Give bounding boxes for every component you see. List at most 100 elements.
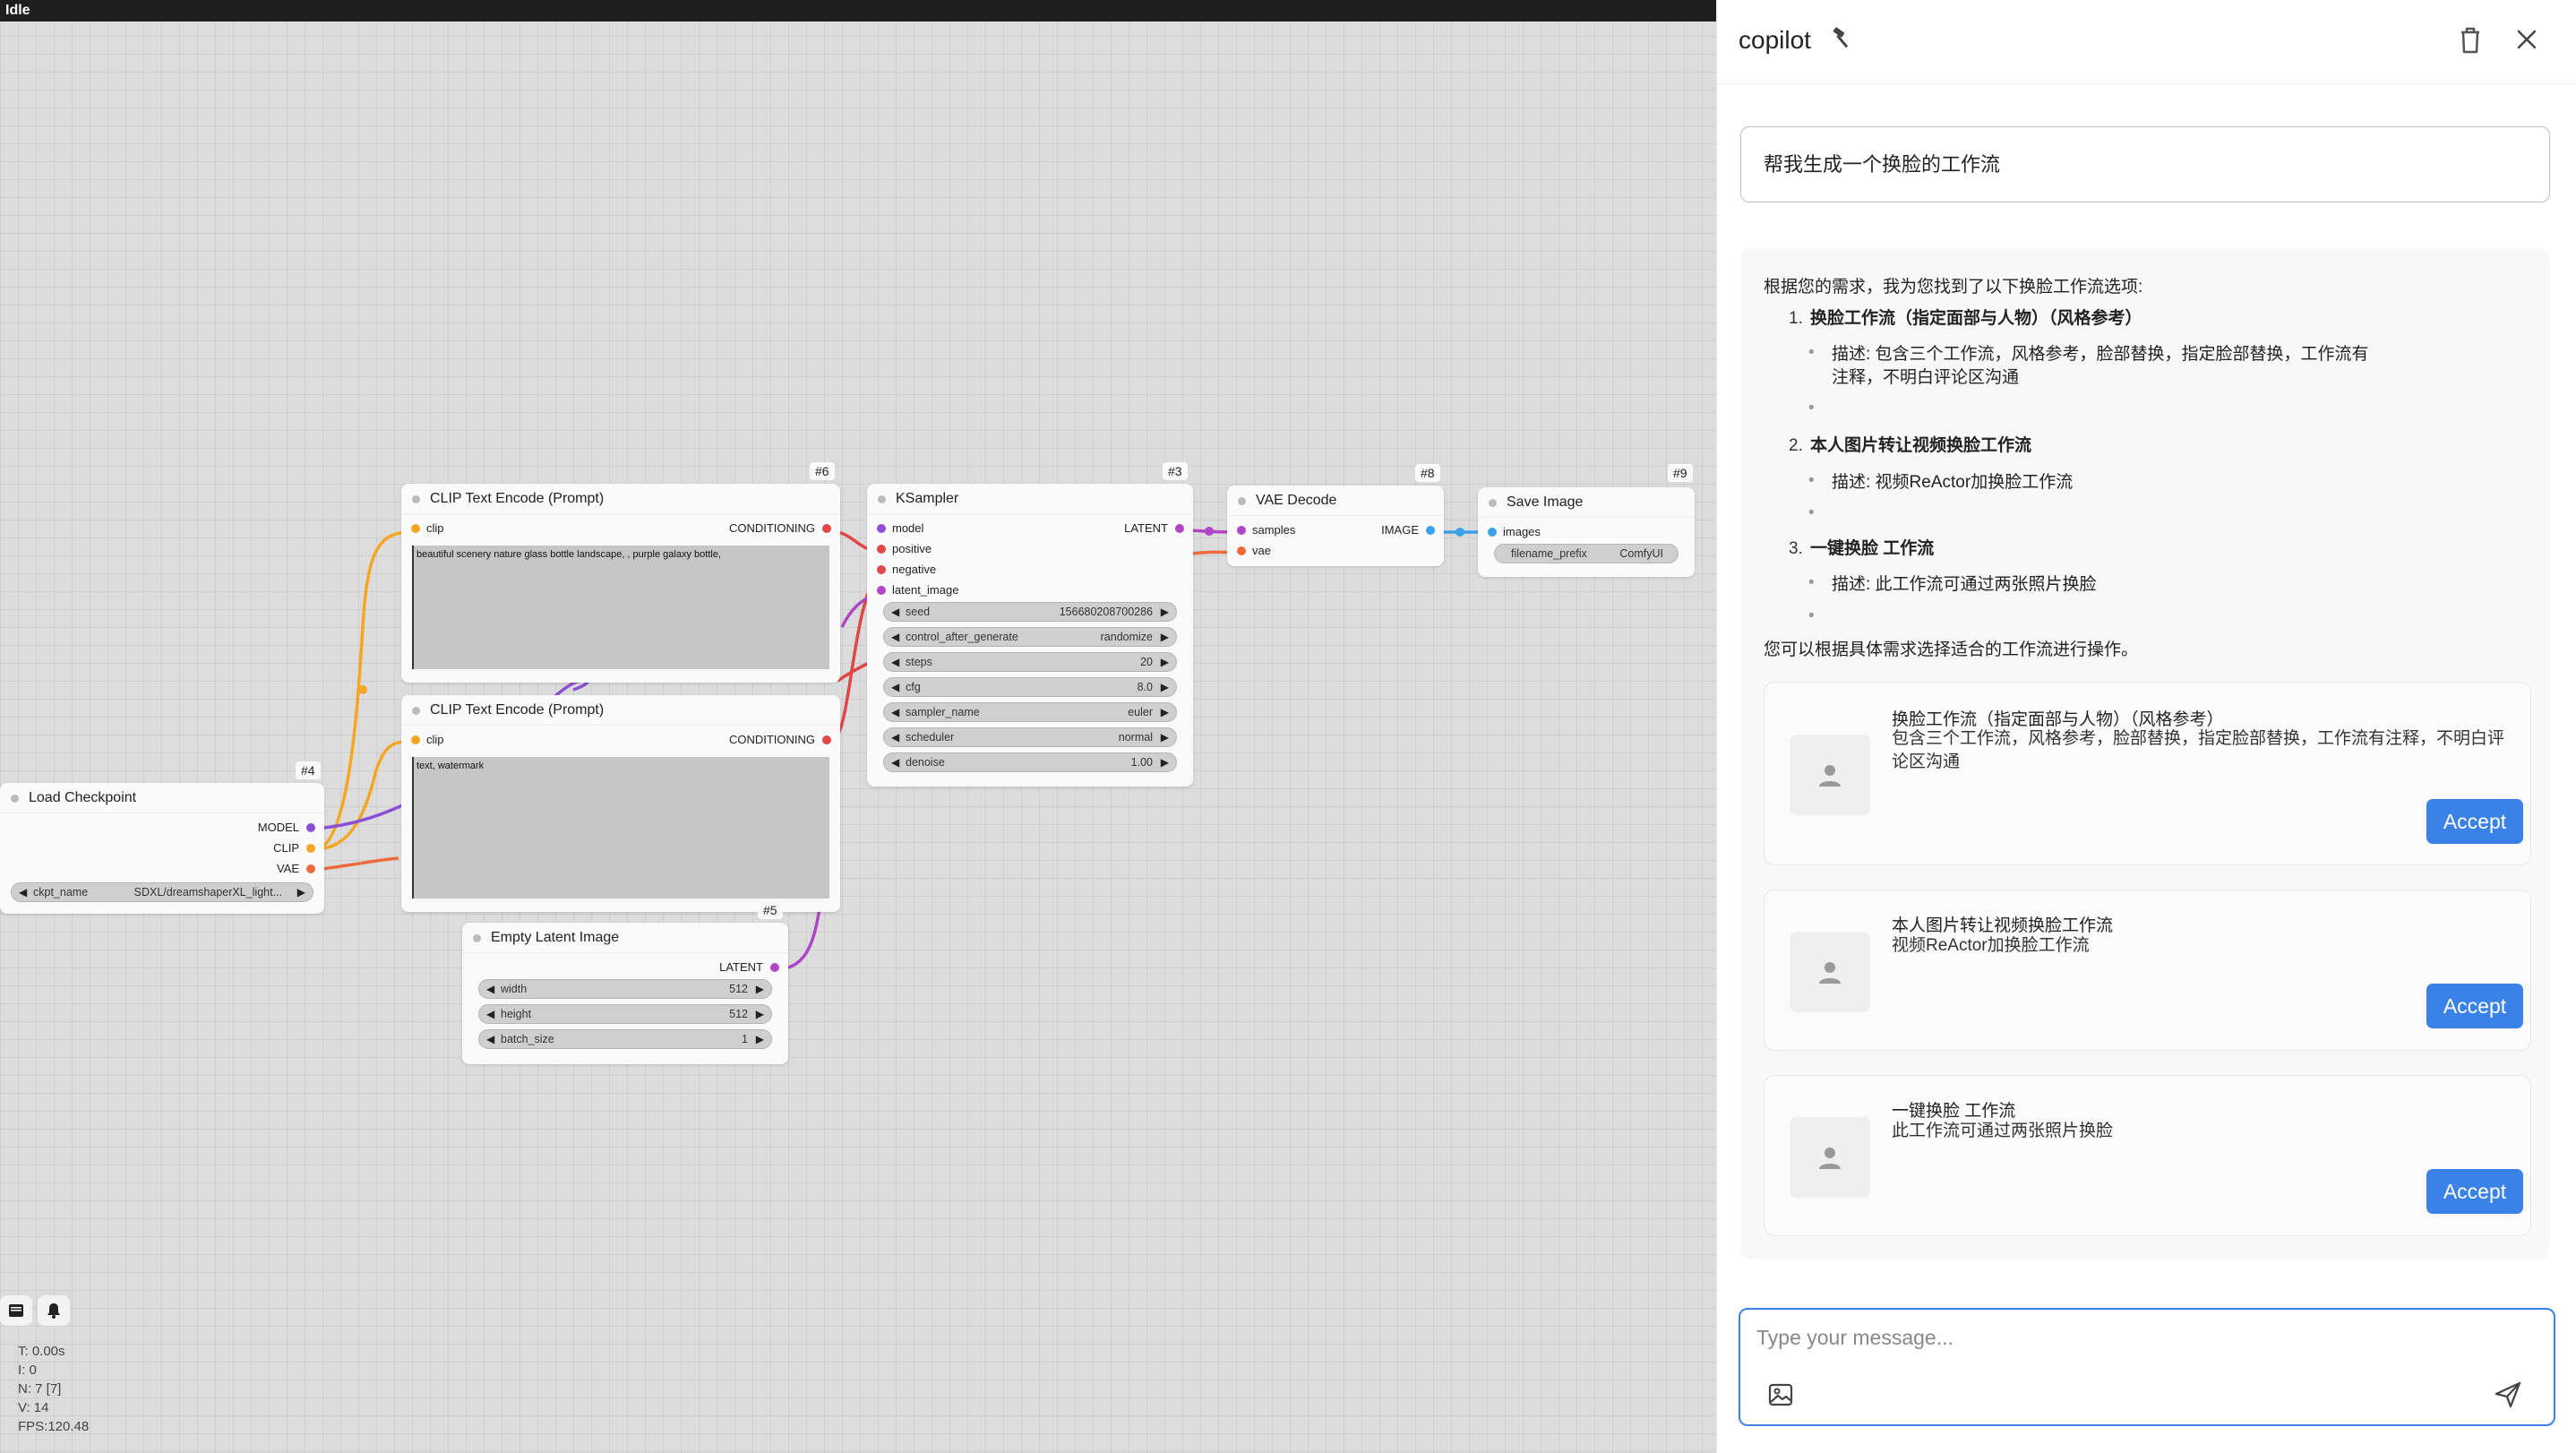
accept-button[interactable]: Accept — [2426, 1169, 2523, 1214]
workflow-canvas[interactable]: Idle #6 CLIP Text Encode (Prompt) clip C… — [0, 0, 1716, 1453]
input-slot-negative[interactable] — [877, 565, 886, 574]
output-label: LATENT — [719, 960, 763, 974]
output-slot-latent[interactable] — [770, 963, 779, 972]
widget-sampler-name[interactable]: ◀ sampler_name euler ▶ — [883, 702, 1177, 722]
output-slot-image[interactable] — [1426, 526, 1435, 535]
node-clip-text-encode-negative[interactable]: CLIP Text Encode (Prompt) clip CONDITION… — [401, 695, 840, 912]
increment-arrow-icon[interactable]: ▶ — [1160, 606, 1169, 618]
input-slot-images[interactable] — [1488, 528, 1497, 537]
node-vae-decode[interactable]: VAE Decode samples IMAGE vae — [1227, 486, 1444, 566]
increment-arrow-icon[interactable]: ▶ — [296, 886, 305, 898]
bell-icon — [47, 1303, 60, 1319]
list-bullet: • — [1808, 471, 1815, 490]
node-title[interactable]: Empty Latent Image — [462, 923, 788, 953]
output-slot-clip[interactable] — [306, 844, 315, 853]
widget-batch-size[interactable]: ◀ batch_size 1 ▶ — [478, 1029, 772, 1049]
list-bullet: • — [1808, 573, 1815, 592]
decrement-arrow-icon[interactable]: ◀ — [891, 731, 900, 744]
node-clip-text-encode-positive[interactable]: CLIP Text Encode (Prompt) clip CONDITION… — [401, 484, 840, 683]
workflow-card: 本人图片转让视频换脸工作流 视频ReActor加换脸工作流 Accept — [1764, 890, 2531, 1051]
node-ksampler[interactable]: KSampler model LATENT positive negative … — [867, 484, 1193, 787]
image-upload-icon[interactable] — [1767, 1381, 1794, 1408]
widget-width[interactable]: ◀ width 512 ▶ — [478, 979, 772, 999]
increment-arrow-icon[interactable]: ▶ — [1160, 756, 1169, 769]
increment-arrow-icon[interactable]: ▶ — [755, 983, 764, 995]
increment-arrow-icon[interactable]: ▶ — [1160, 706, 1169, 718]
input-slot-model[interactable] — [877, 524, 886, 533]
copilot-title: copilot — [1739, 26, 1811, 54]
decrement-arrow-icon[interactable]: ◀ — [19, 886, 28, 898]
increment-arrow-icon[interactable]: ▶ — [755, 1033, 764, 1045]
input-slot-clip[interactable] — [411, 524, 420, 533]
user-message-bubble: 帮我生成一个换脸的工作流 — [1740, 126, 2550, 202]
output-slot-conditioning[interactable] — [822, 735, 831, 744]
node-title[interactable]: Save Image — [1478, 487, 1695, 518]
decrement-arrow-icon[interactable]: ◀ — [486, 1033, 495, 1045]
widget-filename-prefix[interactable]: filename_prefix ComfyUI — [1494, 544, 1679, 563]
widget-seed[interactable]: ◀ seed 156680208700286 ▶ — [883, 602, 1177, 622]
wire-vae-to-decode — [314, 856, 399, 872]
widget-control-after-generate[interactable]: ◀ control_after_generate randomize ▶ — [883, 627, 1177, 647]
decrement-arrow-icon[interactable]: ◀ — [486, 1008, 495, 1020]
input-label: positive — [892, 542, 932, 555]
decrement-arrow-icon[interactable]: ◀ — [891, 656, 900, 668]
stat-v: V: 14 — [18, 1400, 49, 1415]
node-id-empty-latent: #5 — [758, 901, 783, 919]
output-slot-model[interactable] — [306, 823, 315, 832]
decrement-arrow-icon[interactable]: ◀ — [891, 606, 900, 618]
input-slot-samples[interactable] — [1237, 526, 1246, 535]
node-title[interactable]: KSampler — [867, 484, 1193, 514]
widget-cfg[interactable]: ◀ cfg 8.0 ▶ — [883, 677, 1177, 697]
prompt-textarea[interactable]: beautiful scenery nature glass bottle la… — [412, 546, 829, 669]
panel-icon — [9, 1304, 23, 1317]
trash-icon[interactable] — [2457, 25, 2484, 56]
prompt-textarea[interactable]: text, watermark — [412, 757, 829, 898]
send-icon[interactable] — [2493, 1380, 2523, 1410]
output-slot-conditioning[interactable] — [822, 524, 831, 533]
node-empty-latent-image[interactable]: Empty Latent Image LATENT ◀ width 512 ▶ … — [462, 923, 788, 1064]
accept-button[interactable]: Accept — [2426, 799, 2523, 844]
message-input[interactable] — [1756, 1322, 2527, 1353]
decrement-arrow-icon[interactable]: ◀ — [891, 681, 900, 693]
output-slot-vae[interactable] — [306, 864, 315, 873]
increment-arrow-icon[interactable]: ▶ — [1160, 656, 1169, 668]
canvas-stats: T: 0.00s I: 0 N: 7 [7] V: 14 FPS:120.48 — [18, 1342, 89, 1436]
user-placeholder-icon — [1819, 962, 1841, 984]
increment-arrow-icon[interactable]: ▶ — [1160, 631, 1169, 643]
node-load-checkpoint[interactable]: Load Checkpoint MODEL CLIP VAE ◀ ckpt_na… — [0, 783, 324, 914]
bell-button[interactable] — [38, 1295, 70, 1326]
node-title[interactable]: CLIP Text Encode (Prompt) — [401, 484, 840, 514]
widget-ckpt-name[interactable]: ◀ ckpt_name SDXL/dreamshaperXL_light... … — [11, 882, 313, 902]
decrement-arrow-icon[interactable]: ◀ — [891, 756, 900, 769]
output-label: VAE — [276, 862, 299, 875]
menu-toggle-button[interactable] — [0, 1295, 32, 1326]
increment-arrow-icon[interactable]: ▶ — [755, 1008, 764, 1020]
decrement-arrow-icon[interactable]: ◀ — [891, 706, 900, 718]
user-placeholder-icon — [1819, 765, 1841, 787]
node-title[interactable]: CLIP Text Encode (Prompt) — [401, 695, 840, 726]
widget-height[interactable]: ◀ height 512 ▶ — [478, 1004, 772, 1024]
card-description: 此工作流可通过两张照片换脸 — [1892, 1122, 2114, 1140]
increment-arrow-icon[interactable]: ▶ — [1160, 681, 1169, 693]
widget-denoise[interactable]: ◀ denoise 1.00 ▶ — [883, 752, 1177, 772]
widget-steps[interactable]: ◀ steps 20 ▶ — [883, 652, 1177, 672]
card-description: 包含三个工作流，风格参考，脸部替换，指定脸部替换，工作流有注释，不明白评论区沟通 — [1892, 729, 2505, 771]
output-slot-latent[interactable] — [1175, 524, 1184, 533]
decrement-arrow-icon[interactable]: ◀ — [891, 631, 900, 643]
node-title[interactable]: Load Checkpoint — [0, 783, 324, 813]
increment-arrow-icon[interactable]: ▶ — [1160, 731, 1169, 744]
input-slot-clip[interactable] — [411, 735, 420, 744]
output-label: CLIP — [273, 841, 299, 855]
input-slot-positive[interactable] — [877, 545, 886, 554]
decrement-arrow-icon[interactable]: ◀ — [486, 983, 495, 995]
input-slot-vae[interactable] — [1237, 546, 1246, 555]
workflow-card: 一键换脸 工作流 此工作流可通过两张照片换脸 Accept — [1764, 1075, 2531, 1236]
close-icon[interactable] — [2514, 27, 2539, 52]
node-save-image[interactable]: Save Image images filename_prefix ComfyU… — [1478, 487, 1695, 577]
input-label: clip — [426, 733, 444, 746]
accept-button[interactable]: Accept — [2426, 984, 2523, 1028]
wire-latent-to-ksampler — [778, 908, 821, 971]
widget-scheduler[interactable]: ◀ scheduler normal ▶ — [883, 727, 1177, 747]
node-title[interactable]: VAE Decode — [1227, 486, 1444, 516]
input-slot-latent-image[interactable] — [877, 586, 886, 595]
